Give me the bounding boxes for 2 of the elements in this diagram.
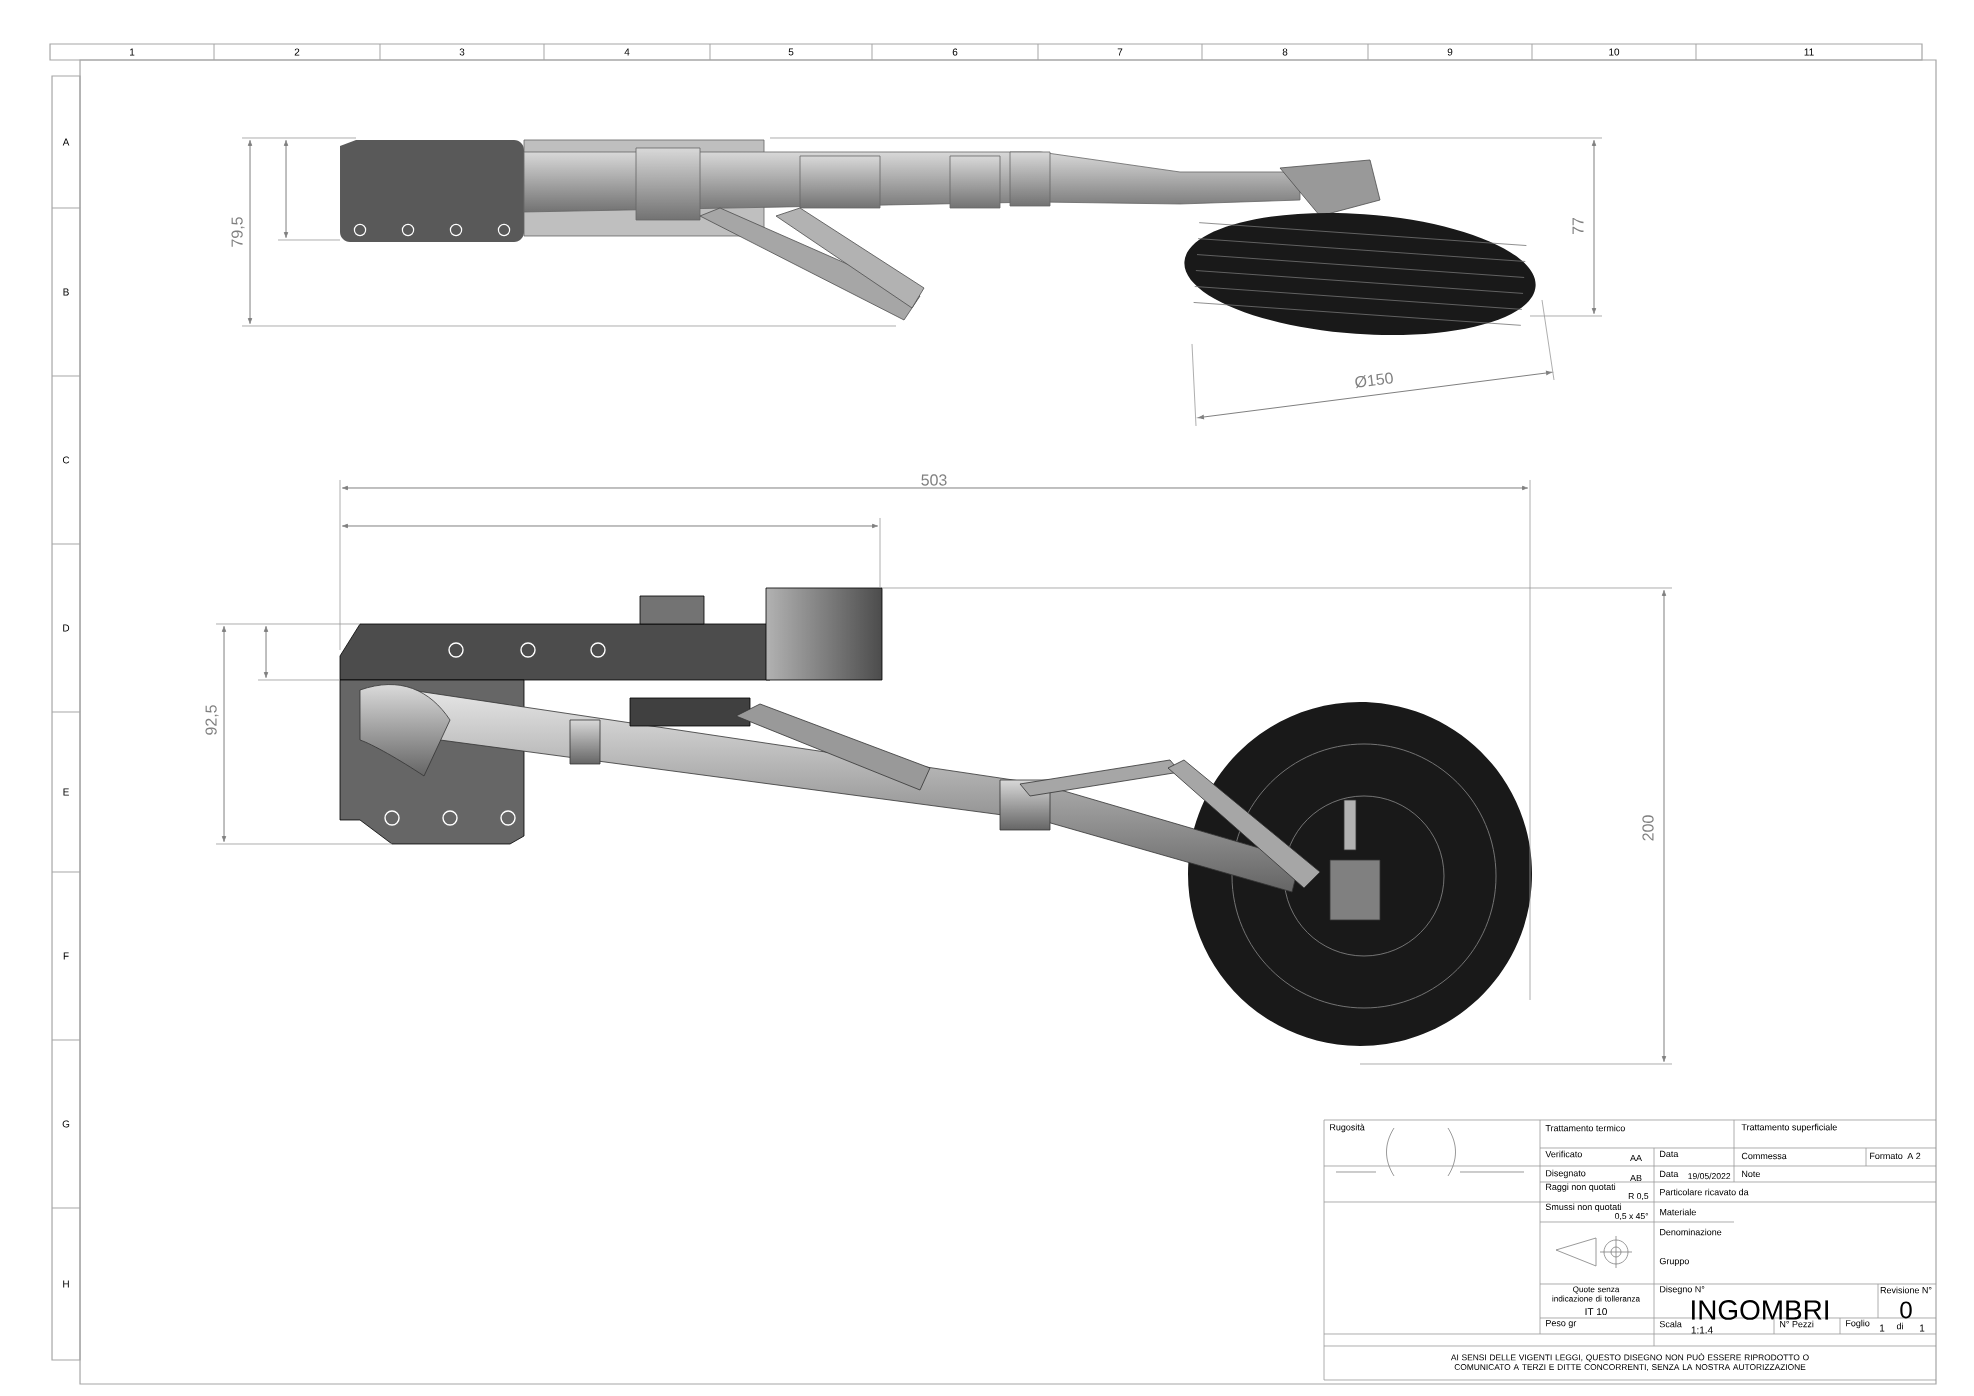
drawing-title: INGOMBRI [1692,1300,1828,1320]
title-block-value: 0 [1900,1301,1912,1319]
